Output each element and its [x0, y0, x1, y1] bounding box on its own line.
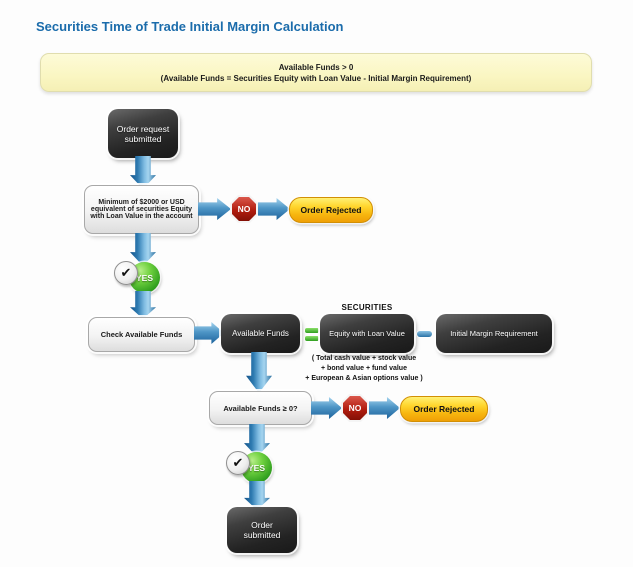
arrow-right-icon: [194, 322, 224, 344]
checkmark-icon: ✔: [226, 451, 250, 475]
formula-line-2: + bond value + fund value: [321, 365, 407, 373]
node-check-funds-label: Check Available Funds: [100, 330, 183, 339]
banner-line-2: (Available Funds = Securities Equity wit…: [160, 73, 472, 83]
banner-line-1: Available Funds > 0: [278, 62, 354, 72]
rule-banner: Available Funds > 0 (Available Funds = S…: [40, 53, 592, 92]
node-order-submitted: Order submitted: [227, 507, 297, 553]
node-equity-loan-value-label: Equity with Loan Value: [329, 329, 405, 338]
node-order-rejected-2: Order Rejected: [400, 396, 488, 422]
no-stop-icon: NO: [230, 195, 258, 223]
equals-icon: [305, 328, 319, 333]
equity-formula-note: ( Total cash value + stock value + bond …: [288, 354, 440, 384]
order-rejected-label: Order Rejected: [413, 404, 475, 414]
yes-label: YES: [135, 272, 153, 283]
checkmark-icon: ✔: [114, 261, 138, 285]
arrow-right-icon: [258, 198, 290, 220]
node-min-equity-label: Minimum of $2000 or USD equivalent of se…: [90, 199, 193, 220]
arrow-down-icon: [246, 352, 272, 393]
node-equity-loan-value: Equity with Loan Value: [320, 314, 414, 353]
securities-label: SECURITIES: [341, 303, 393, 312]
node-initial-margin: Initial Margin Requirement: [436, 314, 552, 353]
node-available-funds: Available Funds: [221, 314, 300, 353]
arrow-down-icon: [130, 291, 156, 319]
formula-line-1: ( Total cash value + stock value: [311, 355, 417, 362]
arrow-right-icon: [198, 198, 231, 220]
yes-label: YES: [247, 462, 265, 473]
node-check-funds: Check Available Funds: [88, 317, 195, 352]
node-order-request-label: Order request submitted: [116, 123, 170, 144]
formula-line-3: + European & Asian options value ): [305, 375, 423, 383]
node-min-equity: Minimum of $2000 or USD equivalent of se…: [84, 185, 199, 234]
node-order-request: Order request submitted: [108, 109, 178, 158]
page-title: Securities Time of Trade Initial Margin …: [36, 19, 344, 34]
node-order-rejected-1: Order Rejected: [289, 197, 373, 223]
equals-icon: [305, 336, 319, 341]
node-funds-check-label: Available Funds ≥ 0?: [223, 403, 298, 413]
no-label: NO: [237, 204, 251, 214]
node-order-submitted-label: Order submitted: [243, 520, 281, 540]
arrow-right-icon: [311, 397, 342, 419]
no-label: NO: [348, 403, 362, 413]
node-initial-margin-label: Initial Margin Requirement: [450, 329, 538, 338]
node-available-funds-label: Available Funds: [232, 329, 289, 338]
node-funds-check: Available Funds ≥ 0?: [209, 391, 312, 425]
arrow-down-icon: [244, 481, 270, 510]
minus-icon: [417, 331, 432, 337]
arrow-right-icon: [369, 397, 400, 419]
order-rejected-label: Order Rejected: [300, 205, 362, 215]
no-stop-icon: NO: [341, 394, 369, 422]
